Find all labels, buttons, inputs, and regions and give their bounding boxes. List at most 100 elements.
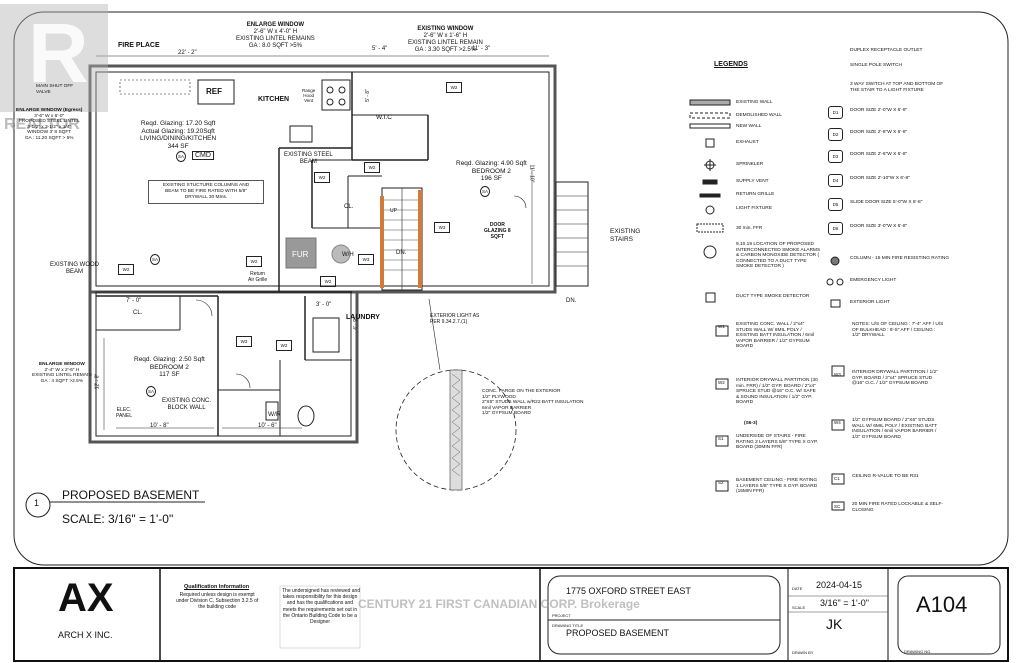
wall-type-tag: S2 xyxy=(718,480,724,485)
laundry-label: LAUNDRY xyxy=(346,314,380,321)
wall-type-tag: W2 xyxy=(718,380,725,385)
dim-7-0: 7' - 0" xyxy=(126,298,142,304)
closet-2-label: CL. xyxy=(133,310,143,316)
drawing-scale: SCALE: 3/16" = 1'-0" xyxy=(62,512,174,526)
legend-item: COLUMN - 15 MIN FIRE RESISTING RATING xyxy=(850,256,950,262)
wall-type-tag: W3 xyxy=(834,372,841,377)
furnace-label: FUR xyxy=(292,250,309,259)
legend-item-label: DUPLEX RECEPTACLE OUTLET xyxy=(850,48,923,53)
dn-label: DN. xyxy=(396,250,407,256)
legend-item: SPRINKLER xyxy=(736,162,764,167)
washroom-label: W/R xyxy=(268,411,281,418)
dim-22-2: 22' - 2" xyxy=(178,50,197,56)
tag-w3: W3 xyxy=(236,336,252,347)
wall-type-desc: NOTES: U/S OF CEILING : 7'-4" AFF / U/S … xyxy=(852,322,944,339)
existing-block-wall: EXISTING CONC.BLOCK WALL xyxy=(162,398,212,411)
legend-item: DUCT TYPE SMOKE DETECTOR xyxy=(736,294,810,299)
wall-type-desc: EXISTING CONC. WALL / 2"x4" STUDS WALL W… xyxy=(736,322,815,350)
ref-label: REF xyxy=(206,87,222,96)
wall-type-tag: SC xyxy=(834,504,841,509)
watermark-brokerage: CENTURY 21 FIRST CANADIAN CORP. Brokerag… xyxy=(358,597,640,611)
legend-item-label: EMERGENCY LIGHT xyxy=(850,278,897,283)
smoke-alarm-tag: SA xyxy=(176,151,187,162)
door-tag-icon: D3 xyxy=(828,150,843,163)
legend-item: LIGHT FIXTURE xyxy=(736,206,772,211)
realtor-logo-text: REALTOR xyxy=(4,116,80,133)
legend-item-label: EXTERIOR LIGHT xyxy=(850,300,890,305)
wall-type-tag: C1 xyxy=(834,476,840,481)
tag-w3: W3 xyxy=(358,254,374,265)
tag-w2: W2 xyxy=(314,172,330,183)
scale-label: SCALE xyxy=(792,605,806,610)
legend-item: 30 min. FFR xyxy=(736,226,763,231)
door-tag-icon: D2 xyxy=(828,128,843,141)
dim-10-6: 10' - 6" xyxy=(258,423,277,429)
drawing-no-label: DRAWING NO. xyxy=(904,649,932,654)
scale-value: 3/16" = 1'-0" xyxy=(820,598,869,608)
dn-outside-label: DN. xyxy=(566,298,577,304)
wall-type-desc: INTERIOR DRYWALL PARTITION / 1/2" GYP. B… xyxy=(852,370,938,387)
tag-w2: W2 xyxy=(276,340,292,351)
tag-w2: W2 xyxy=(446,82,462,93)
legend-item-label: DOOR SIZE 2'-8"W X 6'-8" xyxy=(850,130,908,135)
legend-item-label: DOOR SIZE 2'-6"W X 6'-8" xyxy=(850,152,908,157)
door-tag-icon: D6 xyxy=(828,222,843,235)
door-tag-icon: D1 xyxy=(828,106,843,119)
dim-3-0: 3' - 0" xyxy=(316,302,332,308)
company-name: ARCH X INC. xyxy=(58,630,113,640)
sheet-drawing-title: PROPOSED BASEMENT xyxy=(566,628,670,638)
legend-item: SINGLE POLE SWITCH xyxy=(850,63,950,69)
wall-type-desc: BASEMENT CEILING - FIRE RATING 1 LAYERS … xyxy=(736,478,818,495)
legend-item: DUPLEX RECEPTACLE OUTLET xyxy=(850,48,950,54)
stair-section-label: (S6-3) xyxy=(744,421,758,426)
legend-item-label: COLUMN - 15 MIN FIRE RESISTING RATING xyxy=(850,256,950,261)
legend-item: D3 DOOR SIZE 2'-6"W X 6'-8" xyxy=(828,150,950,163)
legend-item: SUPPLY VENT xyxy=(736,179,769,184)
date-label: DATE xyxy=(792,586,803,591)
company-logo: AX xyxy=(58,576,114,620)
legend-item-label: DOOR SIZE 2'-10"W X 6'-8" xyxy=(850,176,910,181)
legend-item: 3 WAY SWITCH AT TOP AND BOTTOM OF THE ST… xyxy=(850,82,950,93)
smoke-alarm-tag: SA xyxy=(480,186,491,197)
enlarge-window-egress: ENLARGE WINDOW (Egress)3'-6" W x 6'-0"PR… xyxy=(16,108,83,141)
legend-item: NEW WALL xyxy=(736,124,762,129)
smoke-alarm-tag: SA xyxy=(150,254,161,265)
cmd-label: CMD xyxy=(192,151,214,160)
tag-w2: W2 xyxy=(320,276,336,287)
wall-type-desc: CEILING R-VALUE TO BE R31 xyxy=(852,474,919,479)
wall-type-desc: 1/2" GYPSUM BOARD / 2"X6" STUDS WALL W/ … xyxy=(852,418,937,440)
legend-heading: LEGENDS xyxy=(714,61,748,68)
legend-item: EXTERIOR LIGHT xyxy=(850,300,950,306)
drawn-by-label: DRAWN BY xyxy=(792,650,814,655)
date-value: 2024-04-15 xyxy=(816,580,863,590)
tag-w3: W3 xyxy=(434,222,450,233)
dim-11-3: 11' - 3" xyxy=(472,46,491,52)
door-tag-icon: D5 xyxy=(828,198,843,211)
door-tag-icon: D4 xyxy=(828,174,843,187)
realtor-logo-letter: R xyxy=(28,6,89,100)
elec-panel-label: ELEC.PANEL xyxy=(116,407,133,419)
fireplace-label: FIRE PLACE xyxy=(118,42,160,49)
qualification-heading: Qualification Information xyxy=(184,584,250,590)
legend-item-label: SLIDE DOOR SIZE 5'-0"W X 6'-8" xyxy=(850,200,923,205)
up-label: UP xyxy=(390,208,397,214)
legend-item: DEMOLISHED WALL xyxy=(736,113,782,118)
closet-label: CL. xyxy=(344,204,354,210)
wall-type-desc: 20 MIN FIRE RATED LOCKABLE & SELF-CLOSIN… xyxy=(852,502,944,513)
smoke-alarm-tag: SA xyxy=(146,386,157,397)
